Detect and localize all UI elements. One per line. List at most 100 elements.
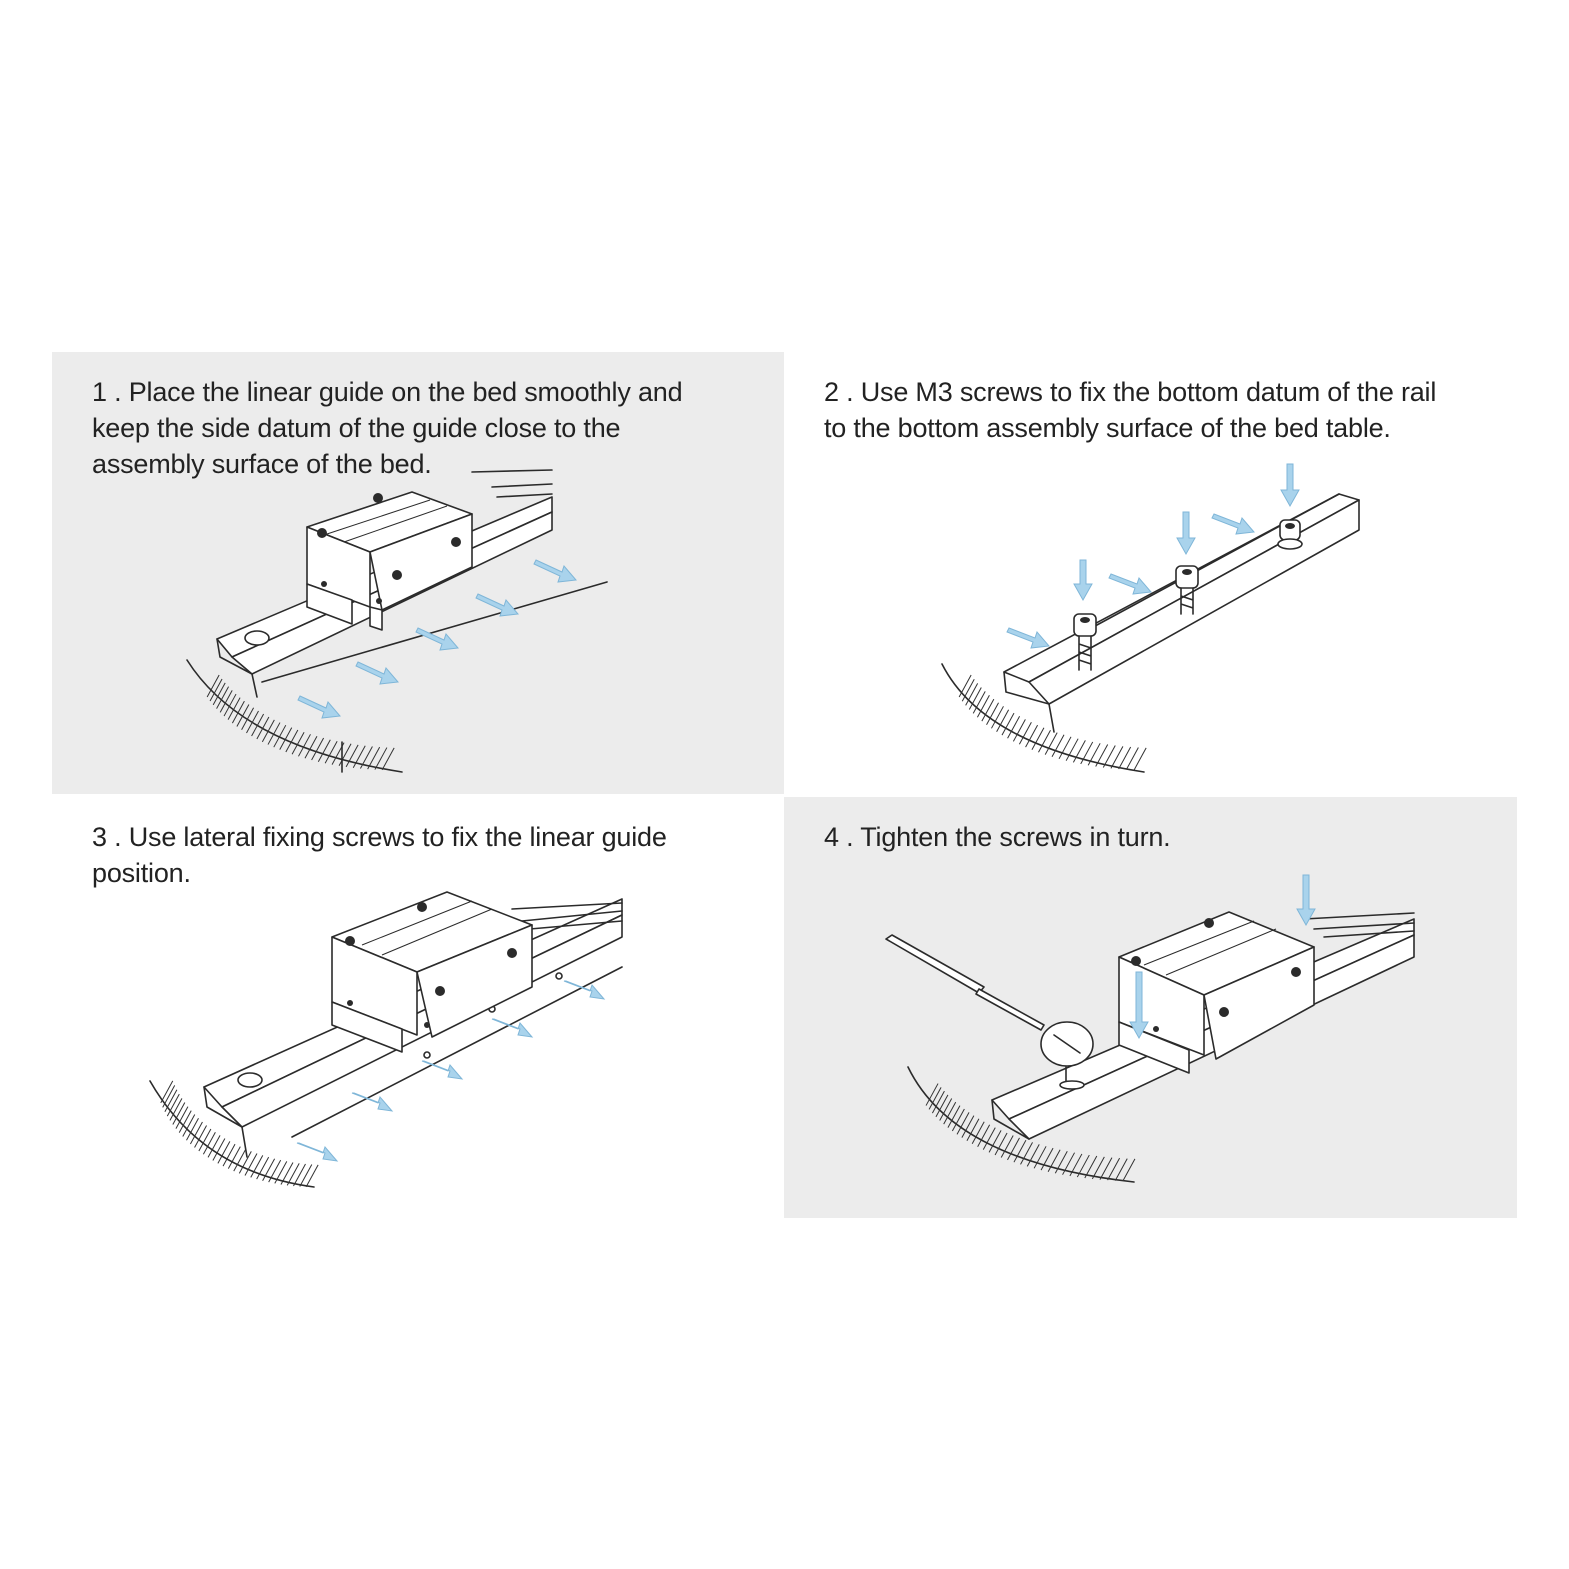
hatch-line: [160, 1080, 174, 1104]
hatch-line: [164, 1089, 178, 1113]
hatch-line: [178, 1110, 192, 1133]
push-arrow-icon: [355, 661, 399, 685]
hatch-line: [207, 1135, 221, 1158]
hatch-line: [988, 1130, 1002, 1153]
push-arrow-icon: [1006, 627, 1050, 649]
hatch-line: [233, 1148, 247, 1172]
hatch-line: [1026, 1144, 1040, 1167]
hatch-line: [291, 731, 305, 755]
step-3-caption: 3 . Use lateral fixing screws to fix the…: [92, 822, 667, 888]
hatch-line: [1020, 1142, 1033, 1165]
hatch-line: [359, 746, 373, 769]
hatch-line: [212, 682, 226, 706]
hatch-line: [1033, 1146, 1047, 1169]
hatch-line: [331, 742, 345, 765]
hatch-line: [1001, 712, 1015, 736]
hatch-line: [972, 691, 986, 714]
hatch-line: [1102, 745, 1116, 768]
hatch-line: [1118, 746, 1132, 770]
hatch-line: [982, 1127, 996, 1150]
hatch-line: [227, 1146, 241, 1169]
hatch-line: [219, 690, 233, 713]
push-arrows: [296, 980, 606, 1162]
hatch-line: [1038, 730, 1051, 753]
hatch-line: [931, 1090, 945, 1114]
hatch-line: [241, 707, 255, 731]
m3-screw-icon: [1277, 519, 1303, 550]
hatch-line: [939, 1098, 953, 1121]
push-arrow-icon: [421, 1060, 464, 1080]
step-4-panel: 4 . Tighten the screws in turn.: [784, 797, 1517, 1218]
hatch-line: [1047, 1149, 1061, 1173]
hatch-line: [298, 734, 311, 757]
hatch-line: [991, 706, 1004, 729]
hatch-line: [250, 1155, 264, 1178]
hatch-line: [961, 1115, 975, 1138]
hatch-line: [227, 697, 241, 720]
hatch-line: [279, 727, 293, 750]
hatch-line: [231, 700, 245, 724]
push-arrow-icon: [415, 627, 459, 651]
push-arrow-icon: [1073, 559, 1093, 602]
hatch-line: [352, 745, 366, 769]
hatch-line: [367, 746, 381, 770]
step-3-panel: 3 . Use lateral fixing screws to fix the…: [52, 797, 784, 1218]
hatch-line: [1091, 1156, 1105, 1180]
hatch-line: [958, 674, 972, 698]
hatch-line: [986, 702, 999, 725]
step-2-caption: 2 . Use M3 screws to fix the bottom datu…: [824, 377, 1437, 443]
hatch-line: [217, 1141, 231, 1164]
hatch-line: [222, 1143, 236, 1167]
bed-hatching-icon: [149, 1080, 319, 1188]
hatch-line: [1007, 716, 1021, 739]
bed-hatching-icon: [186, 659, 403, 773]
hatch-line: [223, 693, 237, 717]
torque-wrench-icon: [885, 934, 1094, 1090]
hatch-line: [198, 1128, 212, 1152]
hatch-line: [1044, 732, 1058, 755]
hatch-line: [1018, 722, 1032, 745]
hatch-line: [971, 1121, 985, 1145]
hatch-line: [202, 1132, 216, 1155]
hatch-line: [1133, 747, 1147, 771]
hatch-line: [251, 713, 265, 737]
push-arrow-icon: [1296, 874, 1316, 927]
hatch-line: [286, 1163, 300, 1186]
step-4-illustration: [885, 874, 1415, 1183]
push-arrow-icon: [1280, 463, 1300, 508]
hatch-line: [285, 729, 299, 753]
hatch-line: [209, 678, 223, 702]
step-1-panel: 1 . Place the linear guide on the bed sm…: [52, 352, 784, 794]
hatch-line: [293, 1163, 306, 1187]
hatch-line: [1013, 1139, 1027, 1163]
hatch-line: [238, 1151, 252, 1174]
hatch-line: [951, 1108, 965, 1132]
rail-icon: [991, 912, 1415, 1140]
step-2-panel: 2 . Use M3 screws to fix the bottom datu…: [784, 352, 1517, 794]
hatch-line: [311, 737, 325, 761]
push-arrow-icon: [296, 1142, 339, 1162]
hatch-line: [1031, 727, 1045, 750]
hatch-line: [274, 1161, 288, 1184]
hatch-line: [943, 1101, 957, 1125]
hatch-line: [244, 1153, 258, 1176]
hatch-line: [961, 679, 975, 702]
hatch-line: [925, 1083, 939, 1106]
hatch-line: [1122, 1158, 1136, 1182]
rail-icon: [1003, 493, 1360, 733]
hatch-line: [256, 1156, 270, 1180]
bed-hatching-icon: [907, 1066, 1136, 1183]
push-arrow-icon: [563, 980, 606, 1000]
hatch-line: [1087, 743, 1101, 766]
push-arrow-icon: [491, 1018, 534, 1038]
hatch-line: [1062, 1152, 1075, 1175]
hatch-line: [262, 1158, 276, 1181]
hatch-line: [1076, 1154, 1090, 1178]
hatch-line: [299, 1164, 313, 1187]
hatch-line: [1080, 741, 1094, 765]
hatch-line: [216, 686, 230, 709]
hatch-line: [280, 1162, 294, 1185]
hatch-line: [956, 1112, 970, 1135]
linear-guide-block-icon: [1118, 911, 1315, 1074]
bed-hatching-icon: [941, 663, 1147, 773]
